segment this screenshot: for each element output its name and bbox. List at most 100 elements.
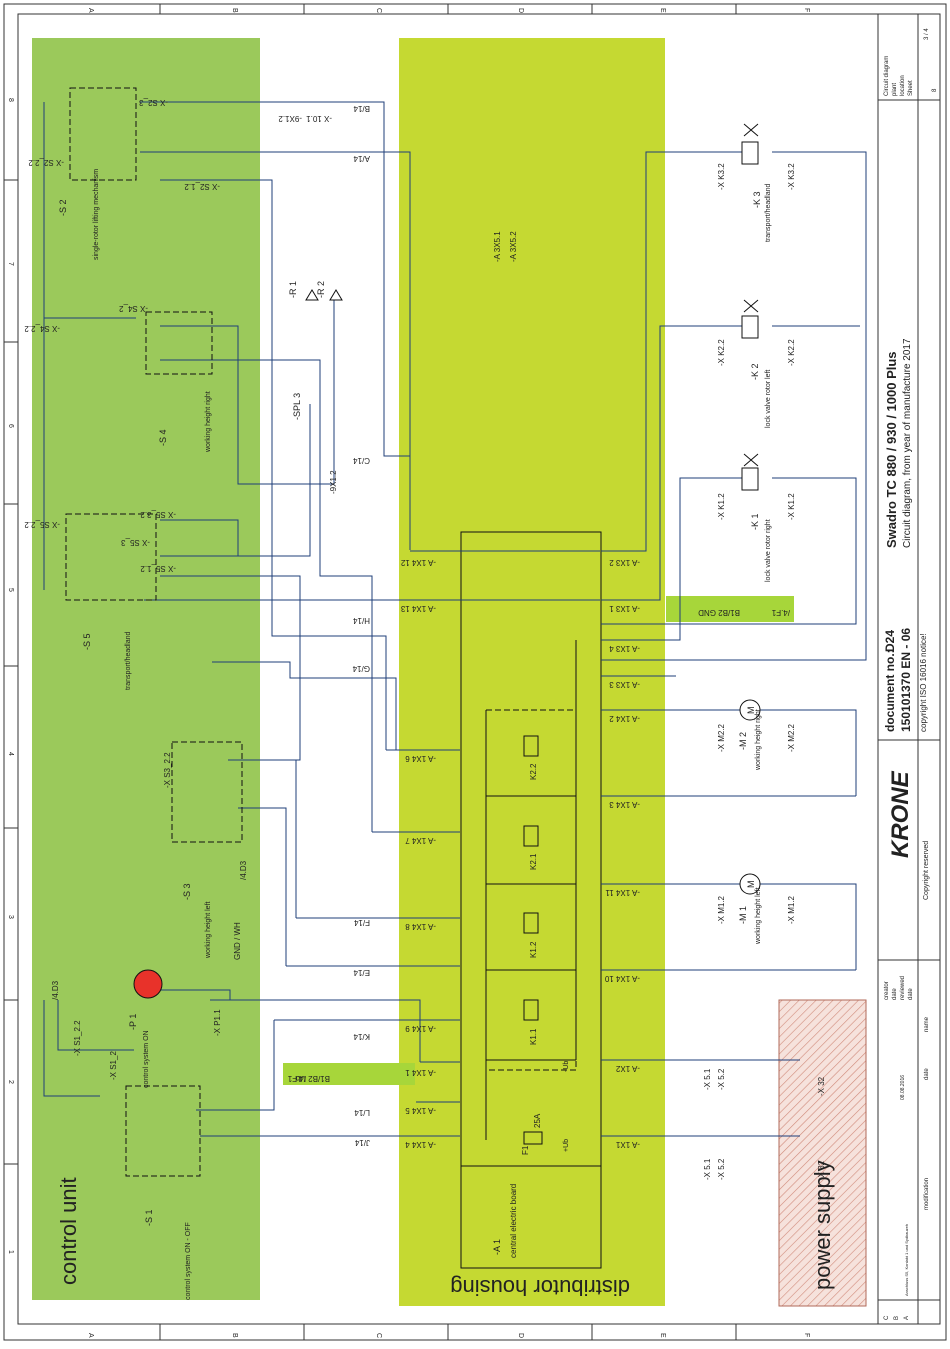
svg-text:-M 2: -M 2 (738, 732, 748, 750)
svg-text:-R 1: -R 1 (288, 281, 298, 298)
svg-text:-A 1X4 7: -A 1X4 7 (405, 836, 436, 845)
svg-text:Swadro TC 880 / 930 / 1000 Plu: Swadro TC 880 / 930 / 1000 Plus (884, 351, 899, 548)
fuse-f1: F1 25A (521, 1113, 543, 1155)
svg-text:Anschluss S5, Kontakt 1 und Sy: Anschluss S5, Kontakt 1 und Sydkauzeh (904, 1224, 909, 1296)
svg-text:25A: 25A (533, 1113, 542, 1128)
svg-text:-S 1: -S 1 (144, 1209, 154, 1226)
svg-text:-A 1X4 3: -A 1X4 3 (609, 800, 640, 809)
svg-text:-X K1.2: -X K1.2 (787, 493, 796, 520)
svg-text:-A 1X3 3: -A 1X3 3 (609, 680, 640, 689)
svg-text:-A 3X5.2: -A 3X5.2 (509, 231, 518, 262)
svg-text:Circuit diagram, from year of: Circuit diagram, from year of manufactur… (902, 338, 913, 548)
svg-text:-X K3.2: -X K3.2 (787, 163, 796, 190)
svg-text:-A 1X4 10: -A 1X4 10 (604, 974, 640, 983)
svg-text:-X S5_3.2: -X S5_3.2 (140, 510, 176, 519)
svg-text:-X S4_2: -X S4_2 (119, 304, 148, 313)
svg-text:-A 3X5.1: -A 3X5.1 (493, 231, 502, 262)
svg-text:M: M (746, 881, 756, 889)
svg-text:-X S4_2.2: -X S4_2.2 (24, 324, 60, 333)
power-supply-label: power supply (810, 1160, 835, 1290)
svg-text:E/14: E/14 (353, 968, 370, 977)
svg-text:working height left: working height left (755, 888, 762, 945)
svg-text:8: 8 (932, 88, 938, 92)
switch-s1: -S 1 control system ON - OFF (125, 1085, 201, 1300)
svg-text:creator: creator (884, 981, 890, 1000)
relay-k1-2: K1.2 (523, 912, 539, 958)
svg-text:-A 1X4 8: -A 1X4 8 (405, 922, 436, 931)
grid-row-ticks (4, 4, 737, 1340)
svg-text:-X 5.1: -X 5.1 (703, 1158, 712, 1180)
grid-col-b-top: B (231, 8, 238, 13)
svg-text:-X M2.2: -X M2.2 (717, 723, 726, 752)
grid-row-4: 4 (7, 752, 14, 756)
svg-text:single-rotor lifting mechanism: single-rotor lifting mechanism (93, 169, 100, 260)
svg-text:B: B (894, 1316, 900, 1320)
svg-text:B1/B2 Ub: B1/B2 Ub (295, 1074, 330, 1083)
svg-text:working height left: working height left (205, 902, 212, 959)
distributor-housing-zone (399, 38, 665, 1306)
svg-text:C: C (884, 1315, 890, 1320)
svg-text:-A 1X4 4: -A 1X4 4 (405, 1140, 436, 1149)
svg-text:-X S5_1.2: -X S5_1.2 (140, 564, 176, 573)
svg-text:A/14: A/14 (353, 154, 370, 163)
svg-text:-P 1: -P 1 (128, 1014, 138, 1030)
svg-text:-X S5_3: -X S5_3 (121, 538, 150, 547)
svg-text:G/14: G/14 (352, 664, 370, 673)
svg-text:K2.2: K2.2 (529, 763, 538, 780)
svg-text:-K 2: -K 2 (750, 363, 760, 380)
svg-text:/4.F1: /4.F1 (771, 608, 790, 617)
svg-text:-A 1X4 6: -A 1X4 6 (405, 754, 436, 763)
sheet-frame (3, 3, 947, 1341)
svg-text:K1.2: K1.2 (529, 941, 538, 958)
svg-text:Sheet: Sheet (908, 80, 914, 96)
svg-text:150101370 EN - 06: 150101370 EN - 06 (899, 628, 913, 732)
svg-text:-X M1.2: -X M1.2 (717, 895, 726, 924)
grid-col-e-bottom: E (659, 1333, 666, 1338)
svg-text:K/14: K/14 (353, 1032, 370, 1041)
svg-text:date: date (908, 988, 914, 1000)
svg-text:-A 1X4 5: -A 1X4 5 (405, 1106, 436, 1115)
svg-text:H/14: H/14 (353, 616, 370, 625)
svg-text:-A 1X4 9: -A 1X4 9 (405, 1024, 436, 1033)
svg-text:-X K2.2: -X K2.2 (787, 339, 796, 366)
relay-k1-1: K1.1 (523, 999, 539, 1045)
svg-text:F/14: F/14 (353, 918, 370, 927)
svg-text:Circuit diagram: Circuit diagram (884, 56, 890, 96)
svg-text:copyright ISO 16016 notice!: copyright ISO 16016 notice! (919, 633, 928, 732)
grid-row-6: 6 (7, 424, 14, 428)
svg-text:F1: F1 (521, 1145, 530, 1155)
control-unit-zone (32, 38, 260, 1300)
svg-text:C/14: C/14 (353, 456, 370, 465)
svg-text:-A 1X3 4: -A 1X3 4 (609, 644, 640, 653)
svg-text:-X S1_2: -X S1_2 (109, 1051, 118, 1080)
svg-text:-K 1: -K 1 (750, 513, 760, 530)
title-block: Circuit diagram plant location Sheet 3 /… (877, 13, 941, 1325)
svg-text:-X S5_2.2: -X S5_2.2 (24, 520, 60, 529)
svg-text:KRONE: KRONE (887, 770, 914, 858)
svg-text:-A 1X4 11: -A 1X4 11 (605, 888, 640, 897)
grid-labels: A B C D E F A B C D E F 1 2 3 4 5 6 7 8 (7, 8, 810, 1338)
svg-text:-X P1.1: -X P1.1 (213, 1009, 222, 1036)
svg-text:Copyright reserved: Copyright reserved (923, 841, 930, 900)
grid-row-8: 8 (7, 98, 14, 102)
motor-m1: M -M 1 working height left (738, 873, 762, 945)
grid-col-a-top: A (87, 8, 94, 13)
svg-text:lock valve rotor left: lock valve rotor left (765, 370, 772, 428)
svg-text:document no.:: document no.: (883, 649, 897, 732)
svg-text:-X S3_2.2: -X S3_2.2 (163, 752, 172, 788)
svg-text:/4.F1: /4.F1 (287, 1074, 306, 1083)
switch-s3: -S 3 working height left (171, 741, 243, 959)
svg-text:-A 1X2: -A 1X2 (615, 1064, 640, 1073)
terminal-labels: -X S2_3 -X S2_2.2 -X S2_1.2 -X S4_2 -X S… (24, 98, 826, 1180)
grid-row-2: 2 (7, 1080, 14, 1084)
svg-text:transport/headland: transport/headland (125, 632, 132, 690)
svg-text:-S 4: -S 4 (158, 429, 168, 446)
svg-text:B/14: B/14 (353, 104, 370, 113)
switch-s5: -S 5 transport/headland (65, 513, 157, 690)
ref-tag-4f1-left (283, 1063, 415, 1085)
svg-text:A: A (904, 1316, 910, 1320)
svg-text:control system ON: control system ON (143, 1030, 150, 1088)
valve-k2: -K 2 lock valve rotor left (741, 299, 772, 428)
svg-text:-X 5.2: -X 5.2 (717, 1158, 726, 1180)
svg-text:K2.1: K2.1 (529, 853, 538, 870)
